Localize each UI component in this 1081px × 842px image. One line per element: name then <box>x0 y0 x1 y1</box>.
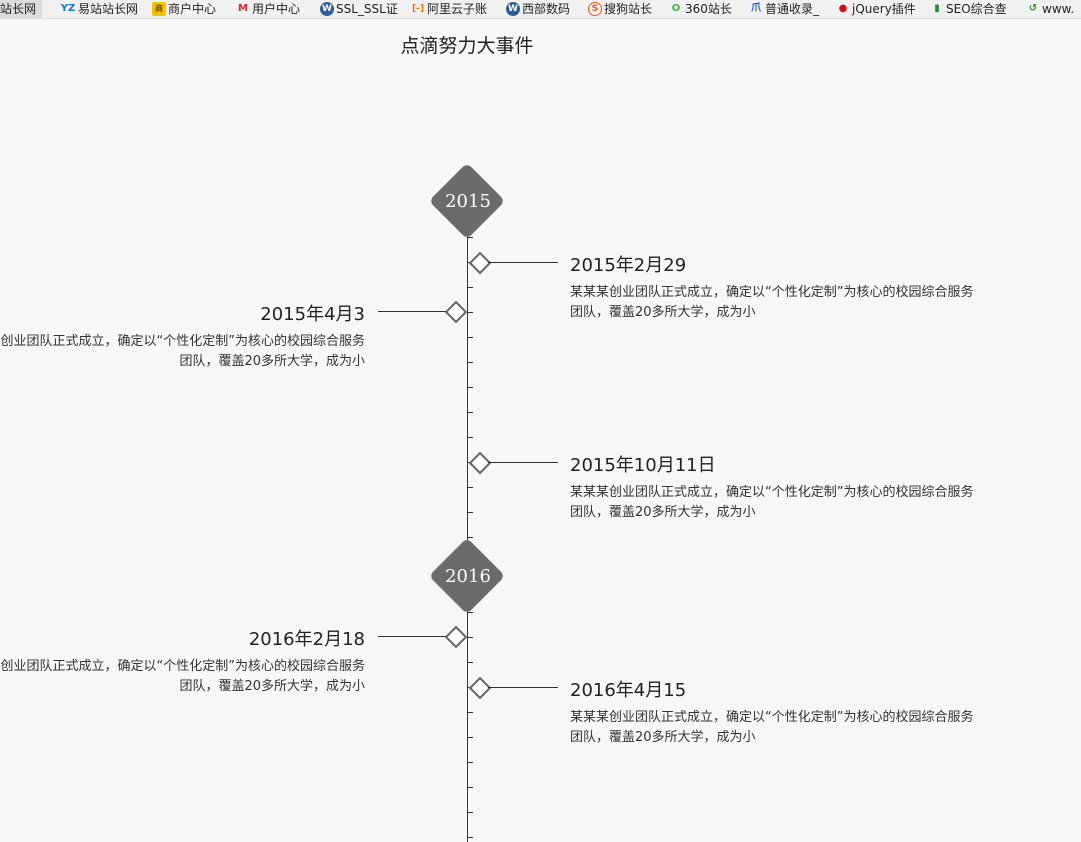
event-date: 2016年2月18 <box>248 629 365 650</box>
bookmark-item[interactable]: W 西部数码 <box>506 0 570 18</box>
event-connector <box>488 462 558 463</box>
axis-tick <box>467 812 473 813</box>
axis-tick <box>467 362 473 363</box>
event-node <box>468 676 492 700</box>
bookmark-item[interactable]: YZ 易站站长网 <box>60 0 138 18</box>
bookmark-item[interactable]: [-] 阿里云子账 <box>411 0 487 18</box>
bookmark-item[interactable]: M 用户中心 <box>236 0 300 18</box>
event-description: 某某某创业团队正式成立，确定以“个性化定制”为核心的校园综合服务团队，覆盖20多… <box>570 285 974 320</box>
event-connector <box>378 636 446 637</box>
bookmarks-bar: 站长网 YZ 易站站长网 商 商户中心 M 用户中心 W SSL_SSL证 [-… <box>0 0 1081 19</box>
bookmark-item[interactable]: 站长网 <box>0 0 43 18</box>
axis-tick <box>467 537 473 538</box>
event-connector <box>488 262 558 263</box>
bookmark-item[interactable]: ▮ SEO综合查 <box>930 0 1007 18</box>
event-date: 2015年2月29 <box>570 255 687 276</box>
bookmark-label: 360站长 <box>685 1 732 16</box>
event-description: 某某某创业团队正式成立，确定以“个性化定制”为核心的校园综合服务团队，覆盖20多… <box>570 710 974 745</box>
axis-tick <box>467 762 473 763</box>
event-node <box>444 300 468 324</box>
bookmark-label: 搜狗站长 <box>604 1 653 16</box>
bookmark-item[interactable]: 商 商户中心 <box>152 0 216 18</box>
axis-tick <box>467 787 473 788</box>
event-date: 2016年4月15 <box>570 680 687 701</box>
bookmark-label: 商户中心 <box>168 1 217 16</box>
bookmark-item[interactable]: 爪 普通收录_ <box>749 0 819 18</box>
year-label: 2016 <box>445 566 491 587</box>
event-description: 某某某创业团队正式成立，确定以“个性化定制”为核心的校园综合服务团队，覆盖20多… <box>0 659 365 694</box>
bookmark-item[interactable]: ● jQuery插件 <box>836 0 916 18</box>
bookmark-label: SEO综合查 <box>946 1 1007 16</box>
axis-tick <box>467 312 473 313</box>
event-connector <box>378 311 446 312</box>
bookmark-label: jQuery插件 <box>852 1 916 16</box>
axis-tick <box>467 712 473 713</box>
event-connector <box>488 687 558 688</box>
m-logo-icon: M <box>238 3 248 14</box>
axis-tick <box>467 412 473 413</box>
event-node <box>468 251 492 275</box>
axis-tick <box>467 237 473 238</box>
axis-tick <box>467 387 473 388</box>
bookmark-item[interactable]: S 搜狗站长 <box>588 0 652 18</box>
refresh-icon: ↺ <box>1028 3 1038 14</box>
wosign-icon: W <box>320 2 334 16</box>
bookmark-item[interactable]: W SSL_SSL证 <box>320 0 398 18</box>
yz-icon: YZ <box>60 3 76 14</box>
axis-tick <box>467 437 473 438</box>
axis-tick <box>467 737 473 738</box>
event-date: 2015年10月11日 <box>570 455 716 476</box>
axis-tick <box>467 837 473 838</box>
bookmark-label: 阿里云子账 <box>427 1 488 16</box>
axis-tick <box>467 512 473 513</box>
event-description: 某某某创业团队正式成立，确定以“个性化定制”为核心的校园综合服务团队，覆盖20多… <box>0 334 365 369</box>
merchant-icon: 商 <box>152 2 166 16</box>
sogou-icon: S <box>588 2 602 16</box>
timeline-axis <box>467 230 468 842</box>
bookmark-item[interactable]: ↺ www. <box>1026 0 1074 18</box>
event-description: 某某某创业团队正式成立，确定以“个性化定制”为核心的校园综合服务团队，覆盖20多… <box>570 485 974 520</box>
axis-tick <box>467 287 473 288</box>
event-node <box>468 451 492 475</box>
year-label: 2015 <box>445 191 491 212</box>
bookmark-label: 普通收录_ <box>765 1 820 16</box>
west-icon: W <box>506 2 520 16</box>
axis-tick <box>467 637 473 638</box>
axis-tick <box>467 337 473 338</box>
baidu-paw-icon: 爪 <box>751 3 761 14</box>
bookmark-label: 用户中心 <box>252 1 301 16</box>
event-node <box>444 625 468 649</box>
axis-tick <box>467 612 473 613</box>
axis-tick <box>467 487 473 488</box>
bookmark-label: 站长网 <box>0 1 37 16</box>
event-date: 2015年4月3 <box>260 304 365 325</box>
seo-icon: ▮ <box>934 3 940 14</box>
bookmark-item[interactable]: O 360站长 <box>669 0 732 18</box>
aliyun-icon: [-] <box>412 4 424 14</box>
bookmark-label: 易站站长网 <box>78 1 139 16</box>
bookmark-label: 西部数码 <box>522 1 571 16</box>
page-title: 点滴努力大事件 <box>400 35 534 57</box>
360-icon: O <box>671 3 681 14</box>
bookmark-label: SSL_SSL证 <box>336 1 398 16</box>
jquery-icon: ● <box>838 3 848 14</box>
axis-tick <box>467 662 473 663</box>
bookmark-label: www. <box>1042 1 1075 16</box>
